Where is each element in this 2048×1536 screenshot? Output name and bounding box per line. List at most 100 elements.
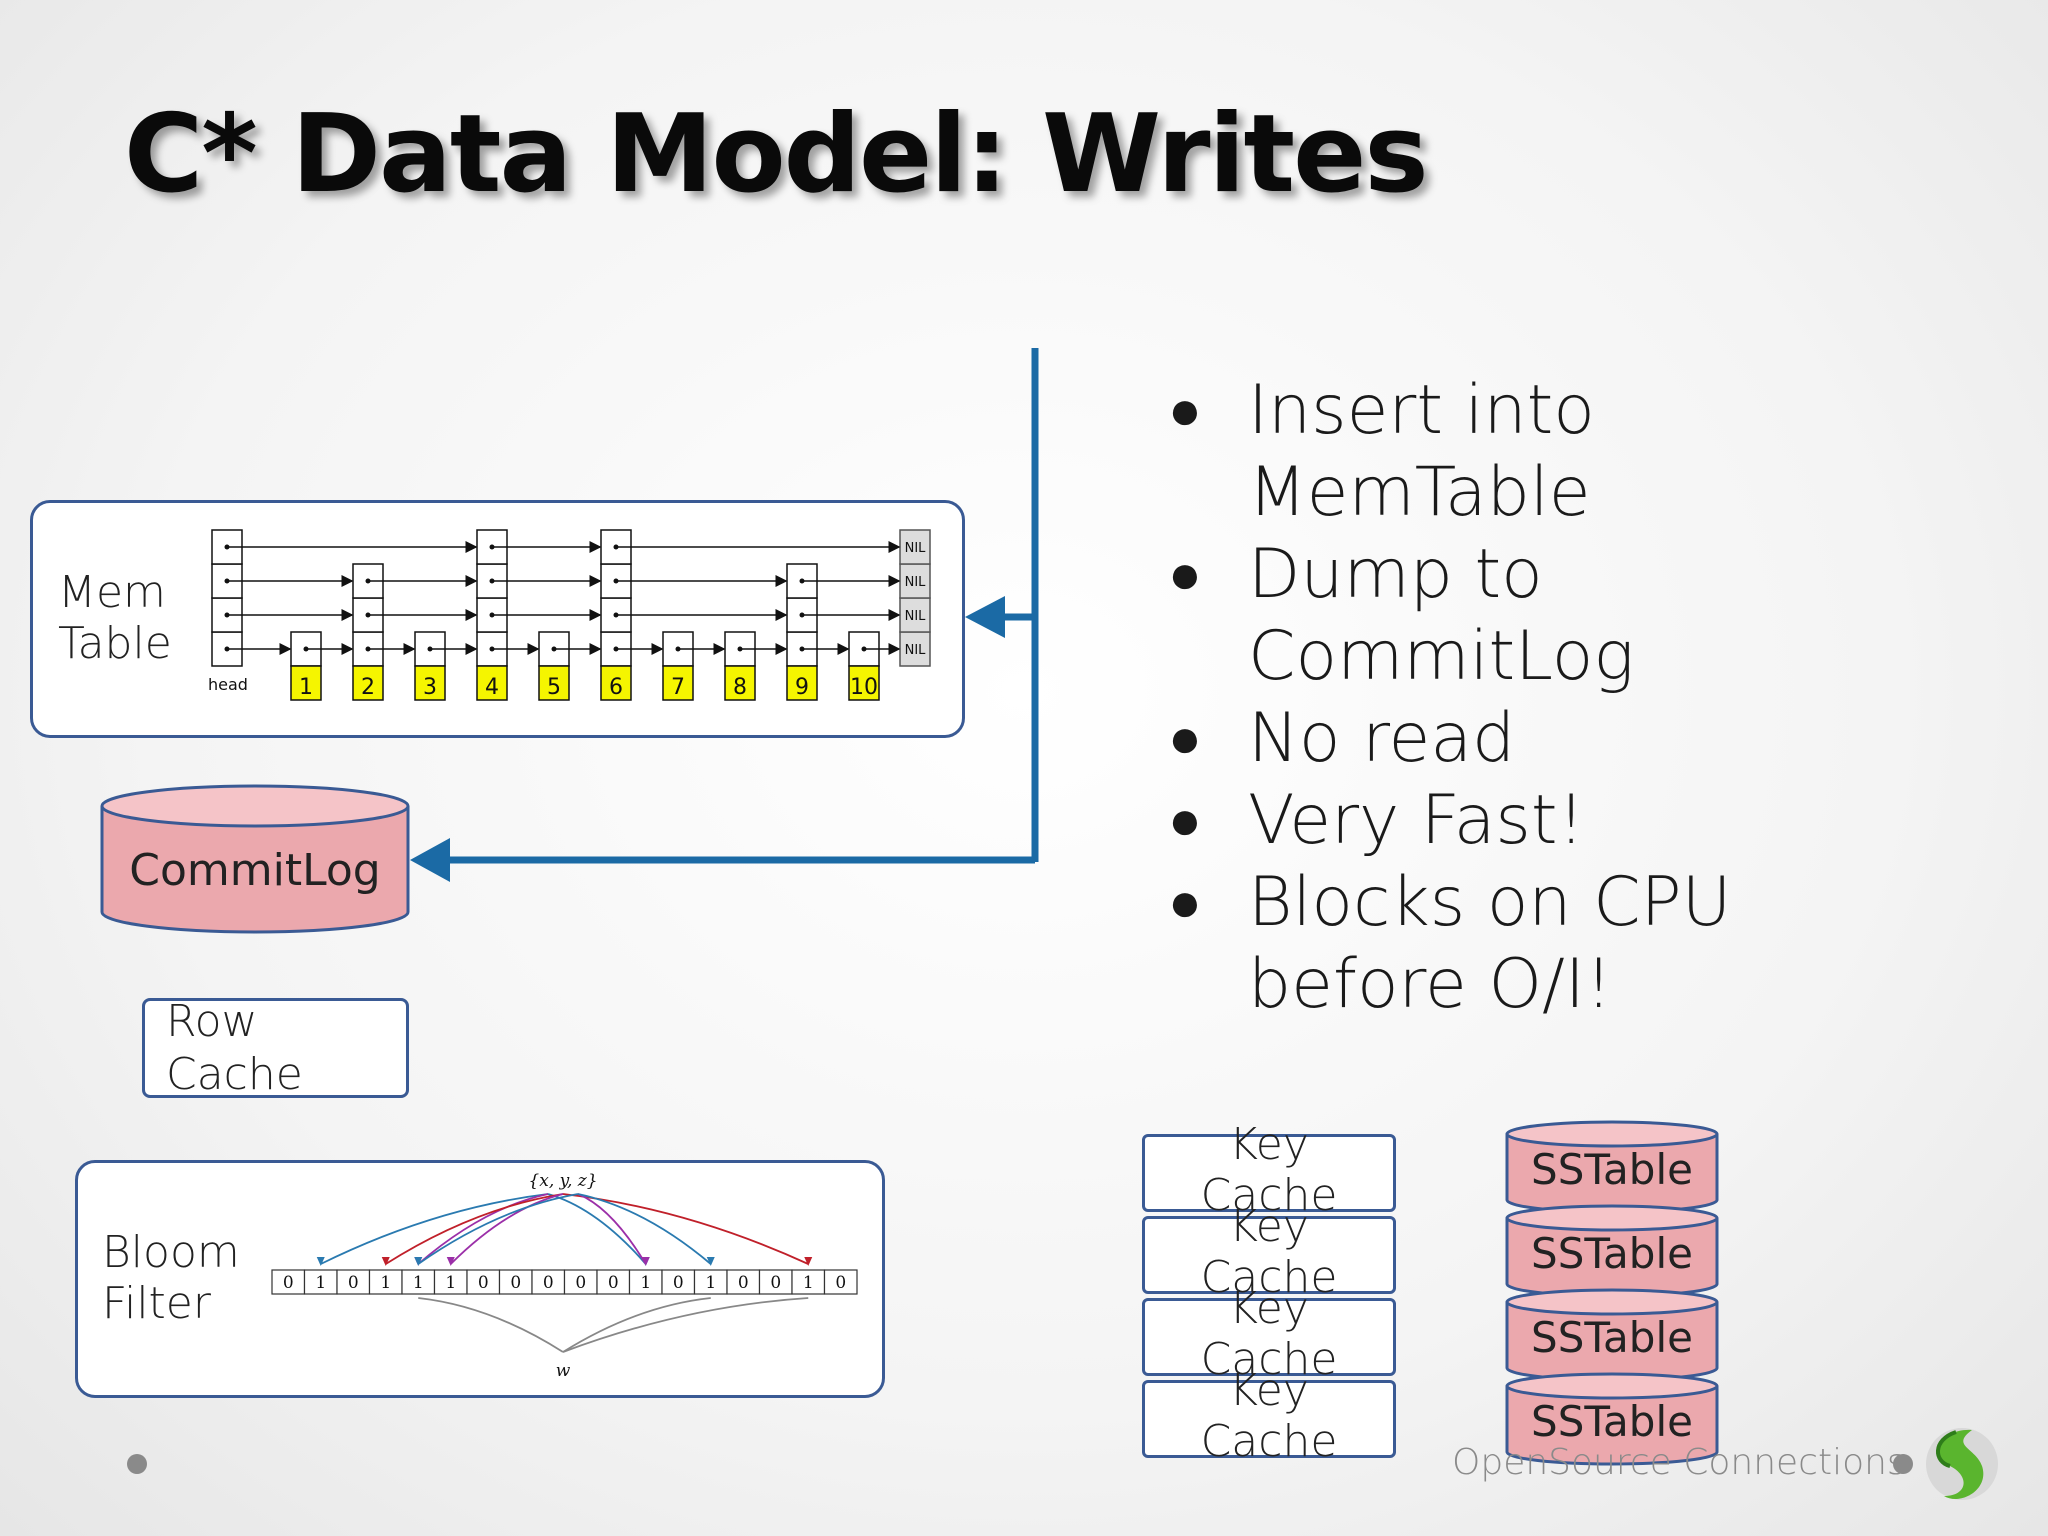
bloom-bit-cell bbox=[563, 1269, 598, 1295]
commitlog-label: CommitLog bbox=[129, 845, 380, 896]
page-title: C* Data Model: Writes bbox=[124, 92, 1429, 217]
bloom-bit-cell bbox=[401, 1269, 436, 1295]
bullet-line: Dump to bbox=[1248, 535, 1543, 614]
skiplist-key-label: 6 bbox=[609, 675, 623, 700]
bloom-hash-arrow bbox=[577, 1193, 647, 1265]
bullet-item: ●No read bbox=[1160, 698, 1868, 780]
bloom-hash-arrowhead bbox=[316, 1257, 325, 1266]
sstable-cylinder bbox=[1505, 1386, 1719, 1466]
skiplist-key-label: 5 bbox=[547, 675, 561, 700]
skiplist-head-label: head bbox=[208, 675, 248, 694]
skiplist-key-label: 8 bbox=[733, 675, 747, 700]
skiplist-key-label: 3 bbox=[423, 675, 437, 700]
bloom-bit-cell bbox=[823, 1269, 858, 1295]
skiplist-key-label: 7 bbox=[671, 675, 685, 700]
key-cache-label-line: Key bbox=[1229, 1201, 1309, 1252]
bloom-bit-cell bbox=[531, 1269, 566, 1295]
key-cache-label: Key Cache bbox=[1142, 1201, 1396, 1303]
bloom-bit-cell bbox=[433, 1269, 468, 1295]
bloom-bit-cell bbox=[303, 1269, 338, 1295]
bullet-line: Very Fast! bbox=[1248, 781, 1585, 860]
key-cache-label: Key Cache bbox=[1142, 1283, 1396, 1385]
sstable-label: SSTable bbox=[1531, 1313, 1693, 1362]
bloom-hash-arrow bbox=[562, 1193, 809, 1265]
sstable-label: SSTable bbox=[1531, 1145, 1693, 1194]
bloom-hash-arrowhead bbox=[414, 1257, 423, 1266]
bullet-dot-icon: ● bbox=[1168, 870, 1202, 935]
footer-right-dot-icon bbox=[1893, 1454, 1913, 1474]
bloom-bit-label: 0 bbox=[738, 1273, 749, 1293]
bloom-w-arrow bbox=[418, 1297, 564, 1353]
bloom-hash-arrow bbox=[320, 1193, 549, 1265]
bloom-bit-label: 1 bbox=[315, 1273, 326, 1293]
skiplist-key-cell bbox=[724, 665, 756, 701]
row-cache-box bbox=[142, 998, 409, 1098]
bullet-line: MemTable bbox=[1248, 453, 1591, 532]
key-cache-label-line: Key bbox=[1229, 1365, 1309, 1416]
bloom-bit-label: 1 bbox=[705, 1273, 716, 1293]
skiplist-key-label: 9 bbox=[795, 675, 809, 700]
arrow-to-memtable-icon bbox=[965, 596, 1005, 638]
footer-left-dot-icon bbox=[127, 1454, 147, 1474]
bloom-bit-label: 1 bbox=[445, 1273, 456, 1293]
memtable-label-line: Mem bbox=[58, 567, 166, 618]
memtable-label: Mem Table bbox=[58, 567, 172, 669]
bloom-filter-label-line: Filter bbox=[102, 1277, 211, 1329]
key-cache-label-line: Key bbox=[1229, 1119, 1309, 1170]
key-cache-label-line: Cache bbox=[1200, 1251, 1338, 1303]
bullet-line: No read bbox=[1248, 699, 1516, 778]
skiplist-key-cell bbox=[352, 665, 384, 701]
skiplist-key-cell bbox=[290, 665, 322, 701]
bloom-hash-arrow bbox=[450, 1193, 564, 1265]
skiplist-key-label: 1 bbox=[299, 675, 313, 700]
key-cache-box bbox=[1142, 1298, 1396, 1376]
memtable-label-line: Table bbox=[58, 617, 172, 669]
bloom-bit-label: 1 bbox=[413, 1273, 424, 1293]
bloom-bit-label: 1 bbox=[380, 1273, 391, 1293]
skiplist-key-cell bbox=[600, 665, 632, 701]
bloom-bit-label: 0 bbox=[348, 1273, 359, 1293]
bloom-hash-arrow bbox=[385, 1193, 564, 1265]
bullet-line: before O/I! bbox=[1248, 945, 1613, 1024]
skiplist-key-cell bbox=[786, 665, 818, 701]
skiplist-key-cell bbox=[476, 665, 508, 701]
skiplist-key-cell bbox=[848, 665, 880, 701]
bloom-bit-cell bbox=[661, 1269, 696, 1295]
skiplist-key-cell bbox=[414, 665, 446, 701]
bloom-bit-cell bbox=[791, 1269, 826, 1295]
key-cache-label-line: Key bbox=[1229, 1283, 1309, 1334]
key-cache-box bbox=[1142, 1380, 1396, 1458]
bloom-hash-arrowhead bbox=[804, 1257, 813, 1266]
skiplist-key-label: 2 bbox=[361, 675, 375, 700]
bloom-hash-arrow bbox=[577, 1193, 712, 1265]
bloom-w-arrow bbox=[562, 1297, 711, 1353]
key-cache-label: Key Cache bbox=[1142, 1119, 1396, 1221]
sstable-cylinder-top bbox=[1505, 1288, 1719, 1316]
sstable-cylinder-top bbox=[1505, 1372, 1719, 1400]
bloom-bit-cell bbox=[466, 1269, 501, 1295]
bullet-dot-icon: ● bbox=[1168, 788, 1202, 853]
key-cache-label-line: Cache bbox=[1200, 1169, 1338, 1221]
bloom-bit-label: 1 bbox=[803, 1273, 814, 1293]
bloom-bit-cell bbox=[368, 1269, 403, 1295]
bullet-dot-icon: ● bbox=[1168, 378, 1202, 443]
bloom-bit-cell bbox=[336, 1269, 371, 1295]
bullet-item: ● Very Fast! bbox=[1160, 780, 1868, 862]
bloom-hash-arrowhead bbox=[706, 1257, 715, 1266]
bullet-line: CommitLog bbox=[1248, 617, 1635, 696]
bloom-bit-label: 0 bbox=[575, 1273, 586, 1293]
key-cache-box bbox=[1142, 1134, 1396, 1212]
sstable-cylinder-top bbox=[1505, 1120, 1719, 1148]
bloom-filter-label-line: Bloom bbox=[102, 1227, 240, 1278]
key-cache-label-line: Cache bbox=[1200, 1333, 1338, 1385]
skiplist-nil-cell bbox=[899, 529, 931, 565]
bloom-bit-label: 0 bbox=[478, 1273, 489, 1293]
skiplist-key-label: 10 bbox=[850, 675, 878, 700]
bloom-bit-cell bbox=[758, 1269, 793, 1295]
row-cache-label: Row Cache bbox=[166, 996, 303, 1102]
